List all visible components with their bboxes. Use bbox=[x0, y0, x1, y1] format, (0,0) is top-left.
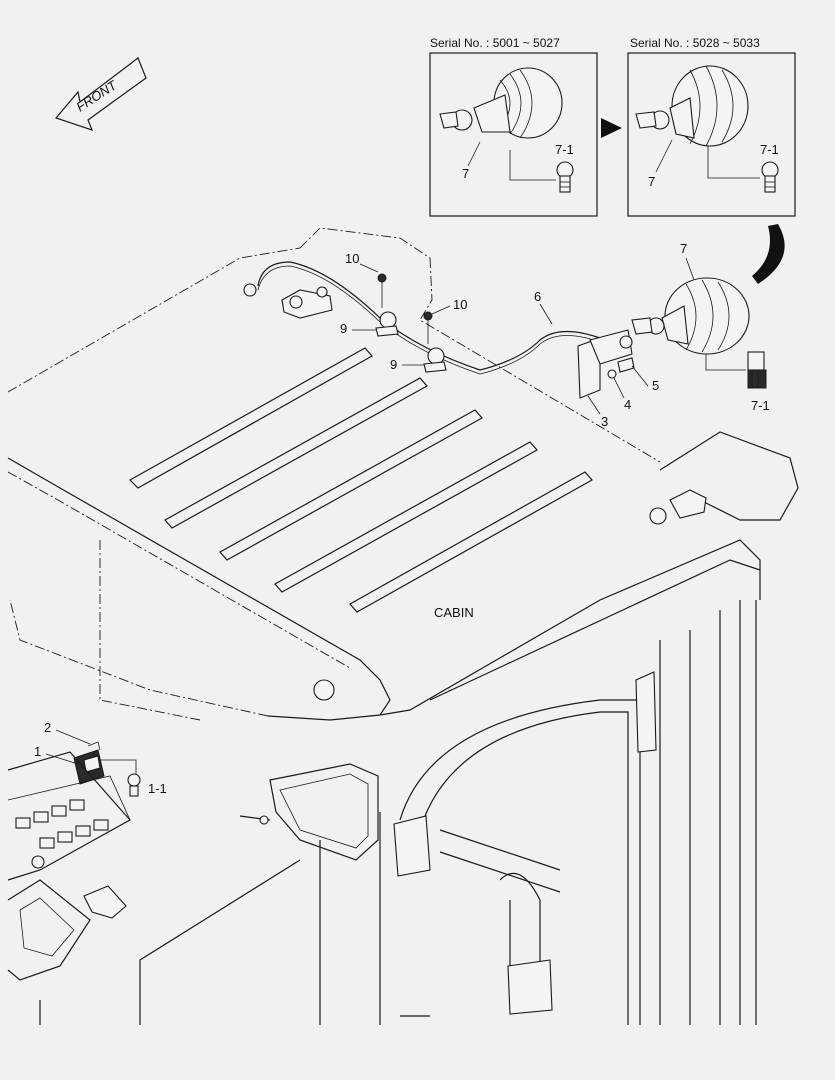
beacon-lamp bbox=[631, 277, 750, 355]
rocker-switch bbox=[73, 741, 141, 797]
callout-1: 1 bbox=[34, 744, 41, 759]
bulb-icon bbox=[556, 161, 574, 193]
callout-5: 5 bbox=[652, 378, 659, 393]
callout-9-a: 9 bbox=[340, 321, 347, 336]
bulb-icon bbox=[761, 161, 779, 193]
bulb-holder bbox=[747, 351, 767, 389]
cabin-roof bbox=[7, 227, 761, 721]
wire-harness bbox=[257, 261, 601, 375]
inset-serial-5028-5033: Serial No. : 5028 ~ 5033 7 7-1 bbox=[627, 36, 796, 217]
inset-1-label-7: 7 bbox=[462, 166, 469, 181]
callout-6: 6 bbox=[534, 289, 541, 304]
inset-2-label-7: 7 bbox=[648, 174, 655, 189]
callout-7-1: 7-1 bbox=[751, 398, 770, 413]
front-arrow: FRONT bbox=[54, 57, 147, 131]
dashboard-panel bbox=[7, 751, 131, 981]
front-arrow-label: FRONT bbox=[73, 77, 120, 115]
callouts: 10 10 9 9 6 7 5 4 3 7-1 2 1 1-1 bbox=[34, 241, 770, 796]
curved-pointer-arrow bbox=[752, 224, 785, 284]
front-right-mount bbox=[649, 431, 799, 525]
inset-2-title: Serial No. : 5028 ~ 5033 bbox=[630, 36, 760, 50]
inset-2-label-7-1: 7-1 bbox=[760, 142, 779, 157]
callout-9-b: 9 bbox=[390, 357, 397, 372]
callout-3: 3 bbox=[601, 414, 608, 429]
inset-1-label-7-1: 7-1 bbox=[555, 142, 574, 157]
beacon-lamp-icon bbox=[635, 65, 749, 147]
lamp-bracket bbox=[577, 329, 635, 399]
cabin-label: CABIN bbox=[434, 605, 474, 620]
callout-2: 2 bbox=[44, 720, 51, 735]
cabin-body bbox=[39, 600, 757, 1025]
callout-1-1: 1-1 bbox=[148, 781, 167, 796]
inset-serial-5001-5027: Serial No. : 5001 ~ 5027 7 7-1 bbox=[429, 36, 598, 217]
rear-left-bracket bbox=[243, 283, 333, 319]
callout-10-a: 10 bbox=[345, 251, 359, 266]
next-arrow-icon bbox=[601, 118, 622, 138]
callout-7: 7 bbox=[680, 241, 687, 256]
roof-ribs bbox=[129, 347, 593, 613]
callout-4: 4 bbox=[624, 397, 631, 412]
callout-10-b: 10 bbox=[453, 297, 467, 312]
beacon-lamp-icon bbox=[439, 67, 563, 139]
inset-1-title: Serial No. : 5001 ~ 5027 bbox=[430, 36, 560, 50]
